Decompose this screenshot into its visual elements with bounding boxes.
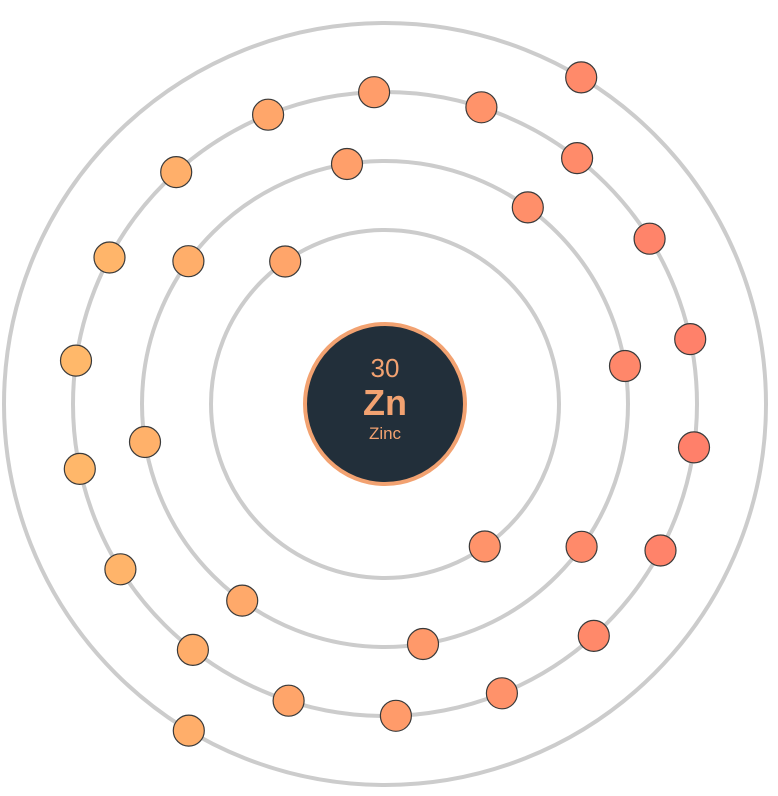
electron-shell-3 — [63, 452, 96, 485]
electron-shell-2 — [406, 627, 440, 661]
electron-shell-3 — [674, 323, 707, 356]
electron-shell-3 — [176, 633, 209, 667]
electron-shell-3 — [59, 344, 93, 377]
electron-shell-4 — [565, 61, 598, 94]
shell-4-orbit — [2, 21, 768, 787]
electron-shell-3 — [644, 534, 677, 567]
shell-2-orbit — [140, 159, 630, 649]
electron-shell-2 — [565, 530, 598, 563]
electron-shell-1 — [269, 245, 302, 278]
electron-shell-2 — [128, 425, 162, 459]
electron-shell-3 — [465, 91, 498, 124]
electron-shell-2 — [511, 191, 544, 224]
electron-shell-3 — [633, 222, 666, 255]
electron-shell-3 — [358, 76, 391, 109]
nucleus: 30 Zn Zinc — [303, 322, 467, 486]
electron-shell-3 — [272, 684, 305, 717]
electron-shell-3 — [160, 156, 193, 189]
electron-shell-3 — [93, 241, 126, 274]
shell-1-orbit — [209, 228, 561, 580]
electron-shell-1 — [468, 530, 501, 563]
electron-shell-3 — [104, 553, 137, 586]
electron-shell-4 — [172, 714, 205, 747]
electron-shell-3 — [252, 98, 285, 131]
electron-shell-3 — [560, 142, 594, 175]
electron-shell-3 — [677, 431, 711, 464]
electron-shell-2 — [330, 147, 364, 181]
element-symbol: Zn — [363, 382, 407, 423]
nucleus-circle — [303, 322, 467, 486]
electron-shell-2 — [226, 584, 259, 617]
electron-shell-2 — [172, 245, 205, 278]
atomic-number: 30 — [371, 353, 400, 383]
electron-shell-3 — [485, 677, 518, 710]
electron-shell-2 — [608, 349, 642, 383]
electron-shell-3 — [379, 699, 412, 732]
electron-shell-3 — [577, 619, 610, 653]
electrons — [59, 61, 711, 747]
element-name: Zinc — [369, 424, 402, 443]
